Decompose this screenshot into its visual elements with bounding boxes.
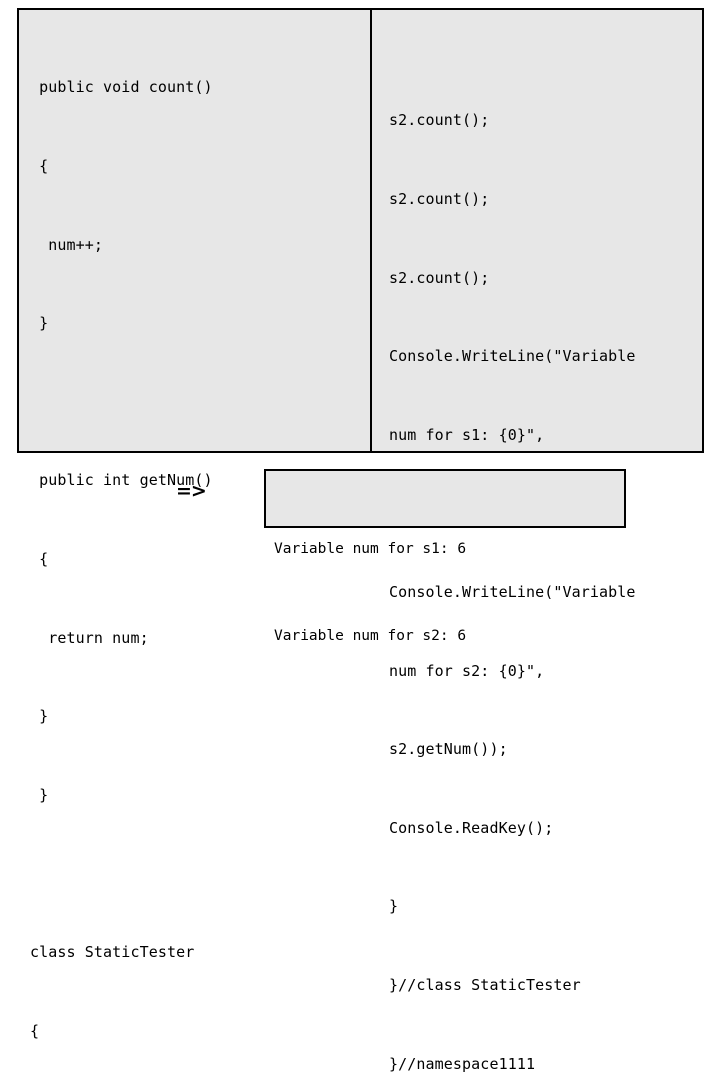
code-line: s2.count(); — [389, 111, 490, 130]
code-line: s2.count(); — [389, 190, 490, 208]
output-line: Variable num for s1: 6 — [274, 541, 467, 557]
code-line: num++; — [30, 235, 104, 254]
code-line: num for s1: {0}", — [389, 425, 545, 444]
code-line: s2.count(); — [389, 268, 490, 287]
code-line: class StaticTester — [30, 942, 195, 961]
code-pane-left: public void count() { num++; } public in… — [19, 10, 372, 1040]
code-line: } — [389, 897, 399, 916]
console-output-text: Variable num for s1: 6 Variable num for … — [274, 477, 466, 709]
output-line: Variable num for s2: 6 — [274, 628, 467, 644]
code-line: Console.WriteLine("Variable — [389, 347, 636, 366]
console-output-box: Variable num for s1: 6 Variable num for … — [264, 469, 626, 644]
code-line: { — [30, 1021, 40, 1040]
code-listing-box: public void count() { num++; } public in… — [17, 8, 704, 1073]
code-line: }//class StaticTester — [389, 975, 581, 994]
code-line: public int getNum() — [30, 471, 213, 490]
code-line — [30, 389, 368, 415]
code-line: } — [30, 785, 49, 804]
code-pane-right: s2.count(); s2.count(); s2.count(); Cons… — [372, 10, 702, 1072]
code-line: } — [30, 314, 49, 333]
code-line: { — [30, 157, 49, 175]
arrow-glyph: => — [176, 480, 207, 502]
code-line: s2.getNum()); — [389, 740, 508, 759]
code-line — [30, 860, 368, 886]
code-line: }//namespace1111 — [389, 1054, 536, 1073]
code-line: Console.ReadKey(); — [389, 818, 554, 837]
code-line: public void count() — [30, 78, 213, 97]
